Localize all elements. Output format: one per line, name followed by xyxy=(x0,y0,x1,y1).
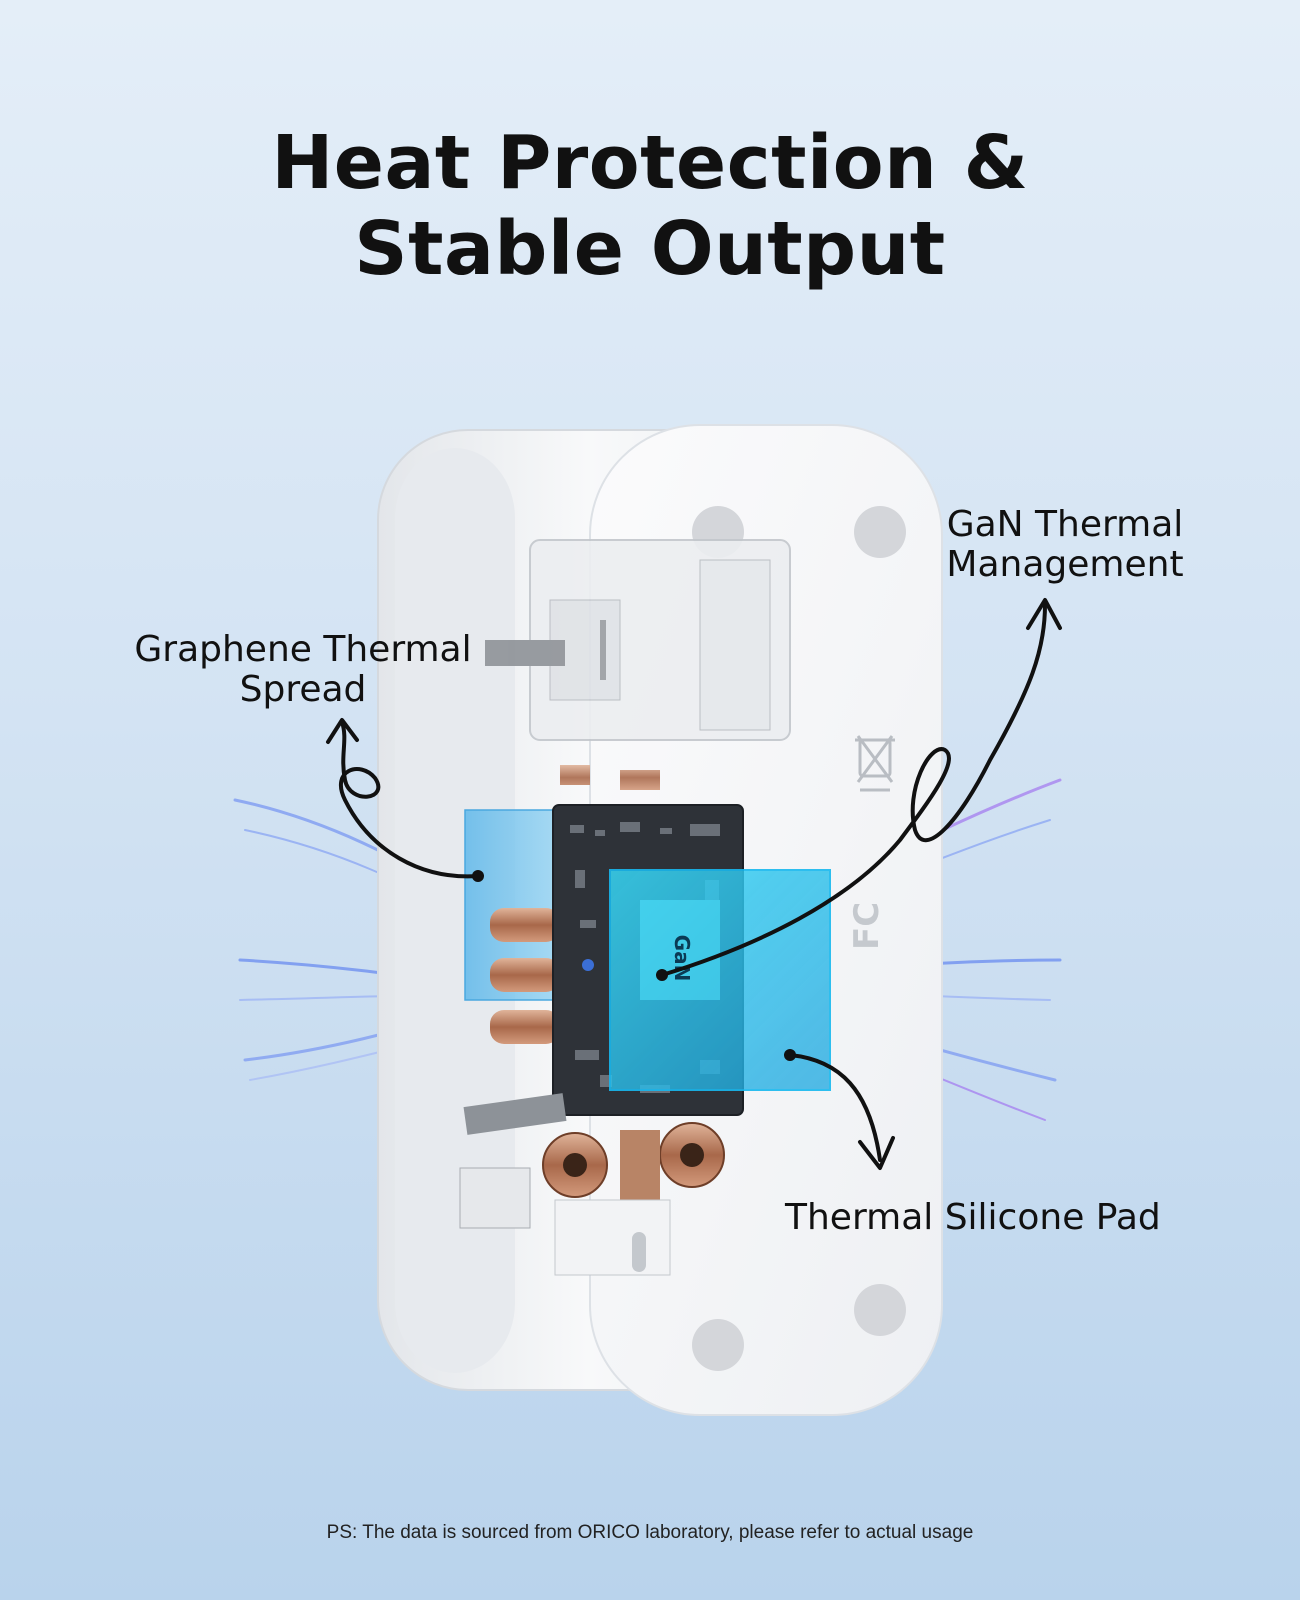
gan-thermal-management-label: GaN Thermal Management xyxy=(930,505,1200,585)
weee-bin-icon xyxy=(855,735,895,792)
rubber-foot-bl xyxy=(692,1319,744,1371)
silicone-callout-arrow xyxy=(784,1049,895,1170)
thermal-silicone-pad-label: Thermal Silicone Pad xyxy=(785,1198,1205,1238)
headline-line-1: Heat Protection & xyxy=(271,120,1029,206)
gan-chip-marking: GaN xyxy=(670,935,694,982)
gan-callout-arrow xyxy=(656,598,1062,981)
silicone-label-line-1: Thermal Silicone Pad xyxy=(785,1197,1161,1238)
graphene-callout-arrow xyxy=(326,718,484,882)
graphene-label-line-2: Spread xyxy=(239,669,367,710)
graphene-thermal-spread-label: Graphene Thermal Spread xyxy=(118,630,488,710)
footnote: PS: The data is sourced from ORICO labor… xyxy=(326,1522,974,1543)
graphene-label-line-1: Graphene Thermal xyxy=(134,629,472,670)
headline-line-2: Stable Output xyxy=(354,206,946,292)
rubber-foot-br xyxy=(854,1284,906,1336)
fcc-mark-icon: FC xyxy=(847,902,887,950)
gan-label-line-1: GaN Thermal xyxy=(946,504,1184,545)
headline: Heat Protection & Stable Output xyxy=(0,120,1300,292)
gan-label-line-2: Management xyxy=(946,544,1184,585)
output-inductors xyxy=(459,1093,725,1276)
ac-plug-assembly xyxy=(485,539,791,790)
rubber-foot-tr xyxy=(854,506,906,558)
capacitors xyxy=(490,908,560,1044)
